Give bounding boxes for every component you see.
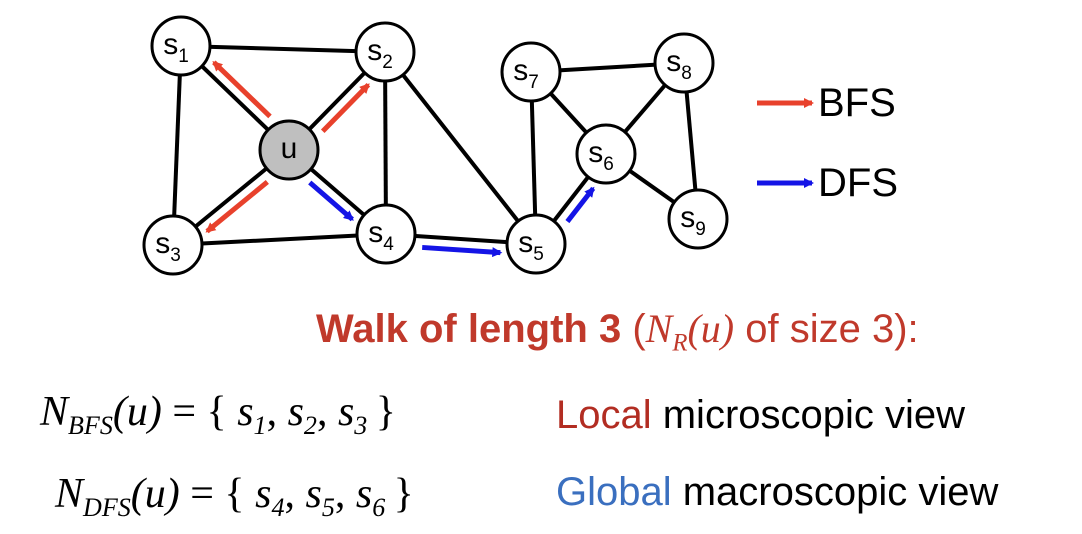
global-description: Global macroscopic view [556,470,998,515]
edge-s3-s4 [172,232,387,247]
heading-close: of size 3): [734,307,919,351]
node-circle-s4 [355,203,417,265]
node-s1: s1 [150,15,212,77]
nr-sub: R [672,329,688,357]
local-description: Local microscopic view [556,393,965,438]
walk-heading: Walk of length 3 (NR(u) of size 3): [316,305,919,358]
bfs-item-1-sub: 1 [253,411,267,441]
bfs-item-1: s [237,389,254,435]
edge-s2-s5 [383,50,538,246]
node-s6: s6 [575,123,637,185]
dfs-comma-1: , [284,471,306,517]
dfs-space [385,471,393,517]
dfs-item-3: s [355,471,373,517]
dfs-item-2: s [305,471,322,517]
dfs-formula-eq: = { [179,471,256,517]
bfs-formula: NBFS(u) = { s1, s2, s3 } [40,388,396,441]
node-s3: s3 [142,214,204,276]
dfs-comma-2: , [334,471,356,517]
bfs-formula-base: N [40,389,69,435]
legend [757,98,814,188]
node-s4: s4 [355,203,417,265]
heading-bold-text: Walk of length 3 [316,307,622,351]
node-u: u [258,119,320,181]
nr-base: N [645,306,673,351]
bfs-formula-sub: BFS [68,411,113,441]
node-circle-s1 [150,15,212,77]
legend-dfs-label: DFS [818,161,898,205]
dfs-arrow-s5-s6 [565,186,596,224]
bfs-item-2-sub: 2 [303,411,317,441]
node-s7: s7 [500,41,562,103]
bfs-formula-arg: (u) [112,389,162,435]
heading-open: ( [621,307,646,351]
node-circle-s5 [505,213,567,275]
bfs-item-2: s [287,389,304,435]
bfs-formula-eq: = { [161,389,238,435]
bfs-space [367,389,375,435]
node-circle-s9 [667,188,729,250]
dfs-item-2-sub: 5 [321,493,335,523]
edge-s1-s2 [180,44,386,54]
dfs-formula: NDFS(u) = { s4, s5, s6 } [55,470,414,523]
global-word: Global [556,470,672,514]
bfs-item-3-sub: 3 [354,411,368,441]
global-rest: macroscopic view [671,470,999,514]
node-s8: s8 [653,32,715,94]
dfs-formula-base: N [55,471,84,517]
nr-symbol: NR(u) [645,306,735,357]
bfs-arrow-u-s2 [320,82,371,134]
node-label-u: u [281,132,298,165]
bfs-arrow-u-s1 [212,60,272,119]
edge-s1-s3 [171,45,183,246]
dfs-formula-arg: (u) [130,471,180,517]
node-circle-s2 [354,21,416,83]
bfs-comma-1: , [266,389,288,435]
node-circle-u [258,119,320,181]
legend-bfs-label: BFS [818,81,896,125]
dfs-arrow-u-s4 [308,180,354,222]
bfs-comma-2: , [316,389,338,435]
node-circle-s3 [142,214,204,276]
node-s9: s9 [667,188,729,250]
node-circle-s6 [575,123,637,185]
local-word: Local [556,393,652,437]
local-rest: microscopic view [651,393,966,437]
bfs-formula-end: } [375,389,396,435]
node-s2: s2 [354,21,416,83]
walk-arrows [205,60,596,258]
dfs-item-1-sub: 4 [271,493,285,523]
dfs-item-3-sub: 6 [372,493,386,523]
dfs-formula-sub: DFS [83,493,131,523]
dfs-arrow-s4-s5 [422,244,503,258]
nr-arg: (u) [687,306,735,351]
bfs-item-3: s [337,389,355,435]
node-circle-s8 [653,32,715,94]
bfs-arrow-u-s3 [205,180,269,234]
dfs-formula-end: } [393,471,414,517]
node-s5: s5 [505,213,567,275]
node-circle-s7 [500,41,562,103]
dfs-item-1: s [255,471,272,517]
